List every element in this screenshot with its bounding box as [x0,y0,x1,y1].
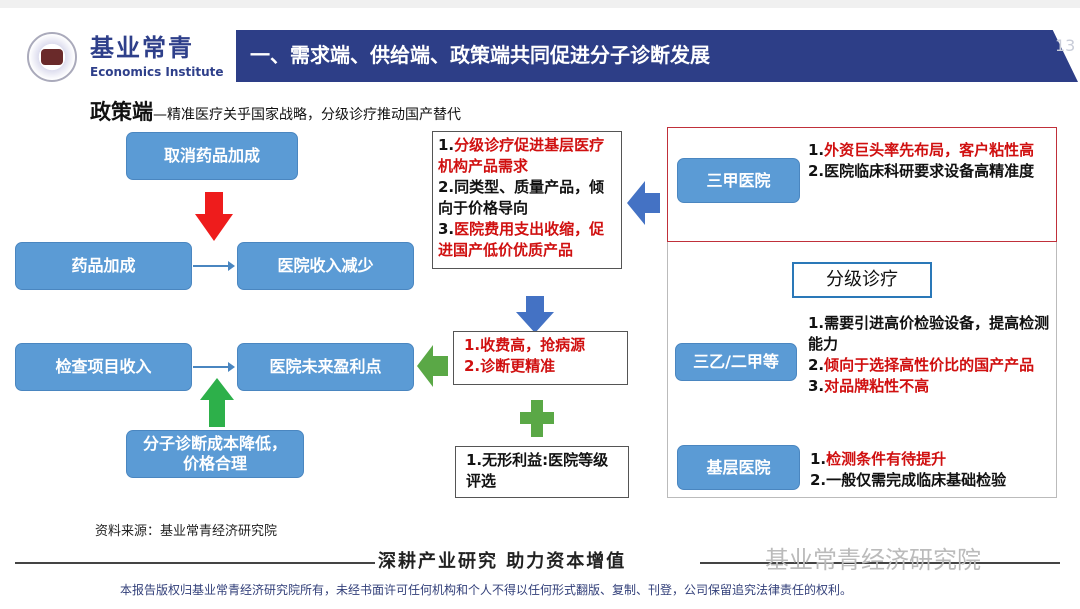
blue-down-arrow-icon [516,296,554,333]
item-number: 2. [808,356,825,374]
item-text: 2.一般仅需完成临床基础检验 [810,471,1007,489]
cancel-markup-box: 取消药品加成 [126,132,298,180]
sanjia-label: 三甲医院 [677,158,800,203]
cost-down-line2: 价格合理 [182,454,247,473]
divider [15,562,375,564]
tier-label: 分级诊疗 [792,262,932,298]
top-bar [0,0,1080,8]
source-note: 资料来源：基业常青经济研究院 [95,524,278,539]
green-up-arrow-icon [200,378,234,427]
copyright: 本报告版权归基业常青经济研究院所有，未经书面许可任何机构和个人不得以任何形式翻版… [120,583,853,597]
item-text: 1.需要引进高价检验设备，提高检测能力 [808,314,1050,353]
charge-box: 1.收费高，抢病源 2.诊断更精准 [453,331,628,385]
charge-line1: 1.收费高，抢病源 [464,336,586,354]
arrow-right-icon [193,362,235,372]
red-down-arrow-icon [195,192,233,241]
blue-left-arrow-icon [627,181,660,225]
item-text: 2.医院临床科研要求设备高精准度 [808,162,1035,180]
item-text: 检测条件有待提升 [826,450,947,468]
section-subtitle: 政策端—精准医疗关乎国家战略，分级诊疗推动国产替代 [90,99,461,128]
tier1-panel [667,127,1057,242]
drug-markup-box: 药品加成 [15,242,192,290]
title-banner [236,30,1078,82]
sanyi-points: 1.需要引进高价检验设备，提高检测能力 2.倾向于选择高性价比的国产产品 3.对品牌… [808,313,1053,397]
item-number: 3. [808,377,825,395]
brand-en: Economics Institute [90,65,224,79]
item-text: 对品牌粘性不高 [824,377,930,395]
cost-down-box: 分子诊断成本降低，价格合理 [126,430,304,478]
subtitle-bold: 政策端 [90,100,153,124]
charge-line2: 2.诊断更精准 [464,357,556,375]
item-text: 外资巨头率先布局，客户粘性高 [824,141,1035,159]
item-text: 倾向于选择高性价比的国产产品 [824,356,1035,374]
slogan: 深耕产业研究 助力资本增值 [378,551,627,572]
page-number: 13 [1055,36,1076,55]
green-left-arrow-icon [417,345,448,387]
logo-emblem [27,32,77,82]
exam-income-box: 检查项目收入 [15,343,192,391]
subtitle-rest: —精准医疗关乎国家战略，分级诊疗推动国产替代 [153,107,461,123]
sanyi-label: 三乙/二甲等 [675,343,797,381]
jiceng-points: 1.检测条件有待提升 2.一般仅需完成临床基础检验 [810,449,1055,491]
intangible-benefit-box: 1.无形利益:医院等级评选 [455,446,629,498]
item-number: 1. [810,450,827,468]
slide-title: 一、需求端、供给端、政策端共同促进分子诊断发展 [250,43,710,67]
cost-down-line1: 分子诊断成本降低， [142,434,287,453]
item-text: 医院费用支出收缩，促进国产低价优质产品 [438,220,605,259]
watermark: 基业常青经济研究院 [765,546,981,574]
item-number: 2. [438,178,455,196]
item-text: 同类型、质量产品，倾向于价格导向 [438,178,605,217]
divider [700,562,1060,564]
jiceng-label: 基层医院 [677,445,800,490]
plus-icon [520,400,554,437]
arrow-right-icon [193,261,235,271]
revenue-drop-box: 医院收入减少 [237,242,414,290]
future-profit-box: 医院未来盈利点 [237,343,414,391]
item-number: 1. [808,141,825,159]
item-number: 3. [438,220,455,238]
item-text: 分级诊疗促进基层医疗机构产品需求 [438,136,605,175]
policy-effects-box: 1.分级诊疗促进基层医疗机构产品需求 2.同类型、质量产品，倾向于价格导向 3.… [432,131,622,269]
sanjia-points: 1.外资巨头率先布局，客户粘性高 2.医院临床科研要求设备高精准度 [808,140,1053,182]
brand-name: 基业常青 [90,33,194,62]
tier-panel [667,242,1057,498]
item-number: 1. [438,136,455,154]
